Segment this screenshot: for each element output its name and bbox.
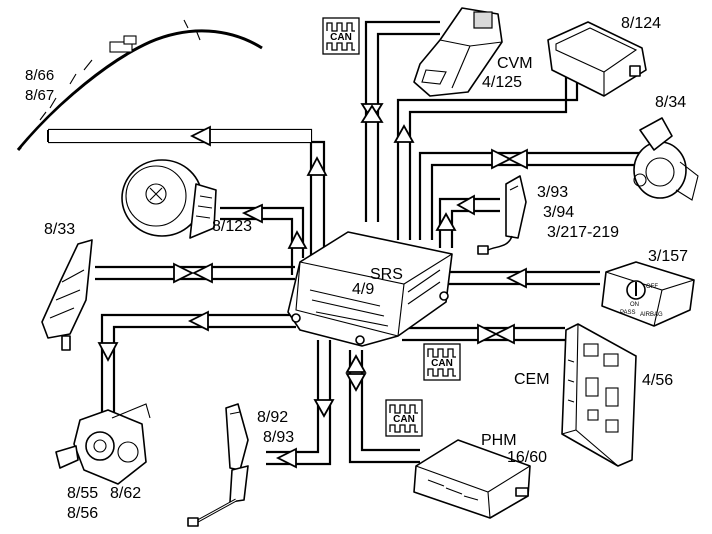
knee-airbag: 8/34 <box>633 94 699 201</box>
switch-on-text: ON <box>630 302 639 308</box>
pretensioner-ref-2: 8/93 <box>263 429 294 446</box>
curtain-airbag-ref-1: 8/66 <box>25 67 54 84</box>
cvm-camera-module: CVM 4/125 <box>413 7 533 97</box>
switch-off-text: OFF <box>646 284 658 290</box>
can-bus-cem: CAN <box>423 343 461 381</box>
switch-airbag-text: AIRBAG <box>640 312 663 318</box>
can-label-phm: CAN <box>393 414 415 425</box>
tensioner-ref-1: 8/55 <box>67 485 98 502</box>
driver-airbag-ref: 8/123 <box>212 218 252 235</box>
buckle-switch-ref-3: 3/217-219 <box>547 224 619 241</box>
can-label-cem: CAN <box>431 358 453 369</box>
srs-module: SRS 4/9 <box>287 231 453 347</box>
driver-airbag: 8/123 <box>121 159 252 239</box>
cem-name: CEM <box>514 371 550 388</box>
cvm-name: CVM <box>497 55 533 72</box>
seatbelt-buckle-switch: 3/93 3/94 3/217-219 <box>477 175 619 255</box>
tensioner-ref-2: 8/62 <box>110 485 141 502</box>
can-bus-top: CAN <box>322 17 360 55</box>
switch-pass-text: PASS <box>620 310 636 316</box>
connection-pipes <box>47 20 640 466</box>
can-label-top: CAN <box>330 32 352 43</box>
phm-name: PHM <box>481 432 517 449</box>
curtain-airbag: 8/66 8/67 <box>16 19 263 151</box>
buckle-switch-ref-2: 3/94 <box>543 204 574 221</box>
cvm-ref: 4/125 <box>482 74 522 91</box>
passenger-airbag-switch: OFF ON PASS AIRBAG 3/157 <box>601 248 695 327</box>
passenger-airbag: 8/124 <box>547 15 661 97</box>
tensioner-ref-3: 8/56 <box>67 505 98 522</box>
curtain-airbag-ref-2: 8/67 <box>25 87 54 104</box>
phone-module: PHM 16/60 <box>413 432 547 519</box>
passenger-airbag-ref: 8/124 <box>621 15 661 32</box>
buckle-switch-ref-1: 3/93 <box>537 184 568 201</box>
side-airbag: 8/33 <box>41 221 93 351</box>
cem-ref: 4/56 <box>642 372 673 389</box>
srs-ref: 4/9 <box>352 281 374 298</box>
flow-arrows <box>97 103 528 469</box>
side-airbag-ref: 8/33 <box>44 221 75 238</box>
knee-airbag-ref: 8/34 <box>655 94 686 111</box>
central-electronic-module: CEM 4/56 <box>514 323 673 467</box>
can-bus-phm: CAN <box>385 399 423 437</box>
srs-name: SRS <box>370 266 403 283</box>
pretensioner-ref-1: 8/92 <box>257 409 288 426</box>
passenger-switch-ref: 3/157 <box>648 248 688 265</box>
seatbelt-tensioner: 8/55 8/62 8/56 <box>55 403 151 522</box>
belt-pretensioner: 8/92 8/93 <box>187 403 294 527</box>
phm-ref: 16/60 <box>507 449 547 466</box>
